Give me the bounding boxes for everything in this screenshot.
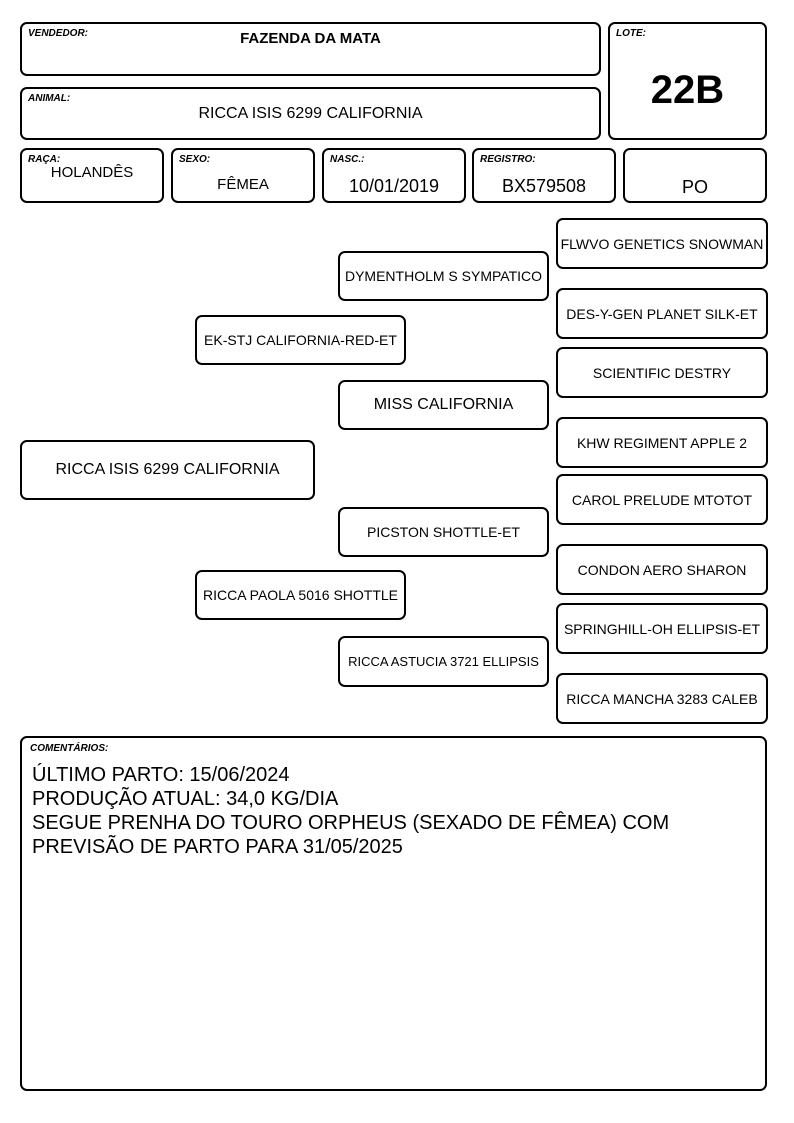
categoria-box: PO (623, 148, 767, 203)
pedigree-dam-dam: RICCA ASTUCIA 3721 ELLIPSIS (338, 636, 549, 687)
vendedor-value: FAZENDA DA MATA (240, 30, 381, 47)
raca-value: HOLANDÊS (50, 164, 134, 181)
pedigree-great-grandparent: DES-Y-GEN PLANET SILK-ET (556, 288, 768, 339)
pedigree-great-grandparent: RICCA MANCHA 3283 CALEB (556, 673, 768, 724)
registro-value: BX579508 (501, 176, 587, 196)
categoria-value: PO (681, 177, 708, 197)
pedigree-great-grandparent: SCIENTIFIC DESTRY (556, 347, 768, 398)
comments-box: COMENTÁRIOS: ÚLTIMO PARTO: 15/06/2024 PR… (20, 736, 767, 1091)
pedigree-great-grandparent: CAROL PRELUDE MTOTOT (556, 474, 768, 525)
comments-text: ÚLTIMO PARTO: 15/06/2024 PRODUÇÃO ATUAL:… (32, 763, 669, 859)
vendedor-box: VENDEDOR: FAZENDA DA MATA (20, 22, 601, 76)
nasc-label: NASC.: (330, 154, 365, 165)
pedigree-sire-sire: DYMENTHOLM S SYMPATICO (338, 251, 549, 301)
comment-line: PRODUÇÃO ATUAL: 34,0 KG/DIA (32, 788, 339, 810)
comment-line: SEGUE PRENHA DO TOURO ORPHEUS (SEXADO DE… (32, 812, 670, 834)
pedigree-dam: RICCA PAOLA 5016 SHOTTLE (195, 570, 406, 620)
pedigree-great-grandparent: FLWVO GENETICS SNOWMAN (556, 218, 768, 269)
pedigree-sire: EK-STJ CALIFORNIA-RED-ET (195, 315, 406, 365)
comments-label: COMENTÁRIOS: (30, 743, 109, 754)
raca-box: RAÇA: HOLANDÊS (20, 148, 164, 203)
registro-label: REGISTRO: (480, 154, 536, 165)
lote-box: LOTE: 22B (608, 22, 767, 140)
comment-line: PREVISÃO DE PARTO PARA 31/05/2025 (32, 836, 403, 858)
registro-box: REGISTRO: BX579508 (472, 148, 616, 203)
animal-box: ANIMAL: RICCA ISIS 6299 CALIFORNIA (20, 87, 601, 140)
nasc-box: NASC.: 10/01/2019 (322, 148, 466, 203)
pedigree-animal: RICCA ISIS 6299 CALIFORNIA (20, 440, 315, 500)
nasc-value: 10/01/2019 (348, 176, 440, 196)
pedigree-great-grandparent: KHW REGIMENT APPLE 2 (556, 417, 768, 468)
vendedor-label: VENDEDOR: (28, 28, 89, 39)
animal-label: ANIMAL: (28, 93, 71, 104)
raca-label: RAÇA: (28, 154, 61, 165)
pedigree-great-grandparent: SPRINGHILL-OH ELLIPSIS-ET (556, 603, 768, 654)
sexo-value: FÊMEA (217, 176, 269, 193)
pedigree-sire-dam: MISS CALIFORNIA (338, 380, 549, 430)
animal-value: RICCA ISIS 6299 CALIFORNIA (198, 105, 423, 122)
sexo-label: SEXO: (179, 154, 211, 165)
pedigree-dam-sire: PICSTON SHOTTLE-ET (338, 507, 549, 557)
comment-line: ÚLTIMO PARTO: 15/06/2024 (32, 764, 290, 786)
pedigree-great-grandparent: CONDON AERO SHARON (556, 544, 768, 595)
lote-label: LOTE: (616, 28, 646, 39)
lote-value: 22B (650, 68, 725, 112)
sexo-box: SEXO: FÊMEA (171, 148, 315, 203)
